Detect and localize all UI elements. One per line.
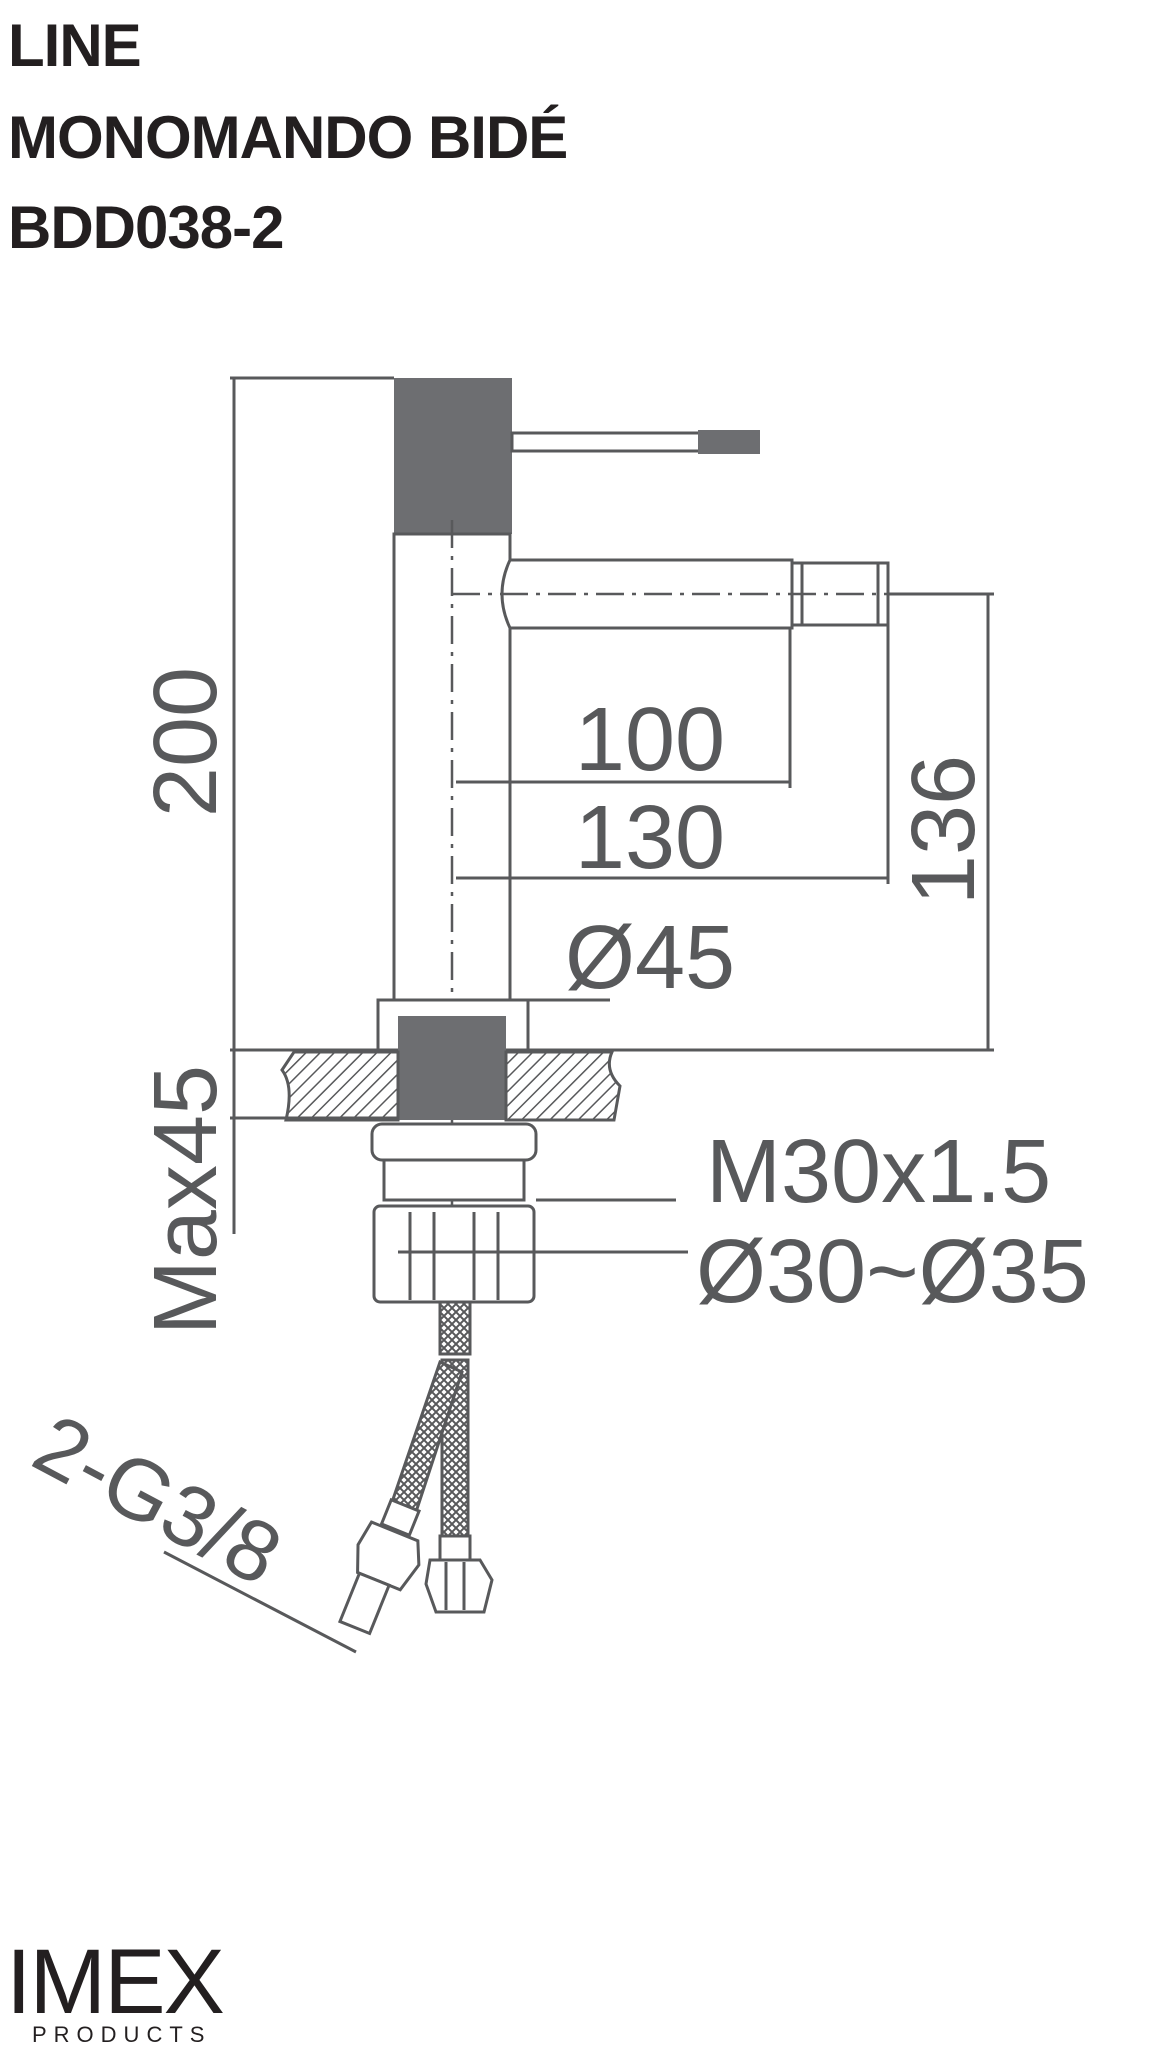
dim-45-label: Ø45 xyxy=(565,908,735,1008)
dim-136-label: 136 xyxy=(894,755,994,905)
product-line-title: LINE xyxy=(8,12,142,79)
lever-arm xyxy=(510,431,702,453)
connection-leader xyxy=(163,1550,357,1654)
hose-fitting-angled xyxy=(379,1497,422,1538)
brand-name: IMEX xyxy=(6,1931,225,2033)
shank xyxy=(370,1122,538,1162)
countertop-right xyxy=(504,1050,622,1122)
dim-200-label: 200 xyxy=(136,667,236,817)
fixing-nut xyxy=(372,1204,536,1304)
shank-lower xyxy=(382,1158,526,1202)
dim-max45-label: Max45 xyxy=(136,1065,236,1335)
product-code-title: BDD038-2 xyxy=(8,194,284,261)
hose-fitting-straight xyxy=(438,1534,472,1562)
brand-logo: IMEX PRODUCTS xyxy=(6,1931,226,2047)
base-dark xyxy=(398,1016,506,1120)
brand-tagline: PRODUCTS xyxy=(32,2022,212,2047)
hose-nut-angled xyxy=(356,1520,421,1592)
countertop-left xyxy=(280,1050,400,1122)
hole-range-label: Ø30~Ø35 xyxy=(696,1222,1089,1322)
lever-tip xyxy=(698,430,760,454)
hose-top xyxy=(438,1300,472,1356)
thread-label: M30x1.5 xyxy=(706,1122,1051,1222)
dim-130-label: 130 xyxy=(575,788,725,888)
handle-cap xyxy=(394,378,512,534)
connection-label: 2-G3/8 xyxy=(19,1396,296,1604)
product-name-title: MONOMANDO BIDÉ xyxy=(8,104,568,171)
hose-nut-straight xyxy=(424,1558,494,1614)
dim-100-label: 100 xyxy=(575,690,725,790)
hose-end-angled xyxy=(337,1571,392,1636)
